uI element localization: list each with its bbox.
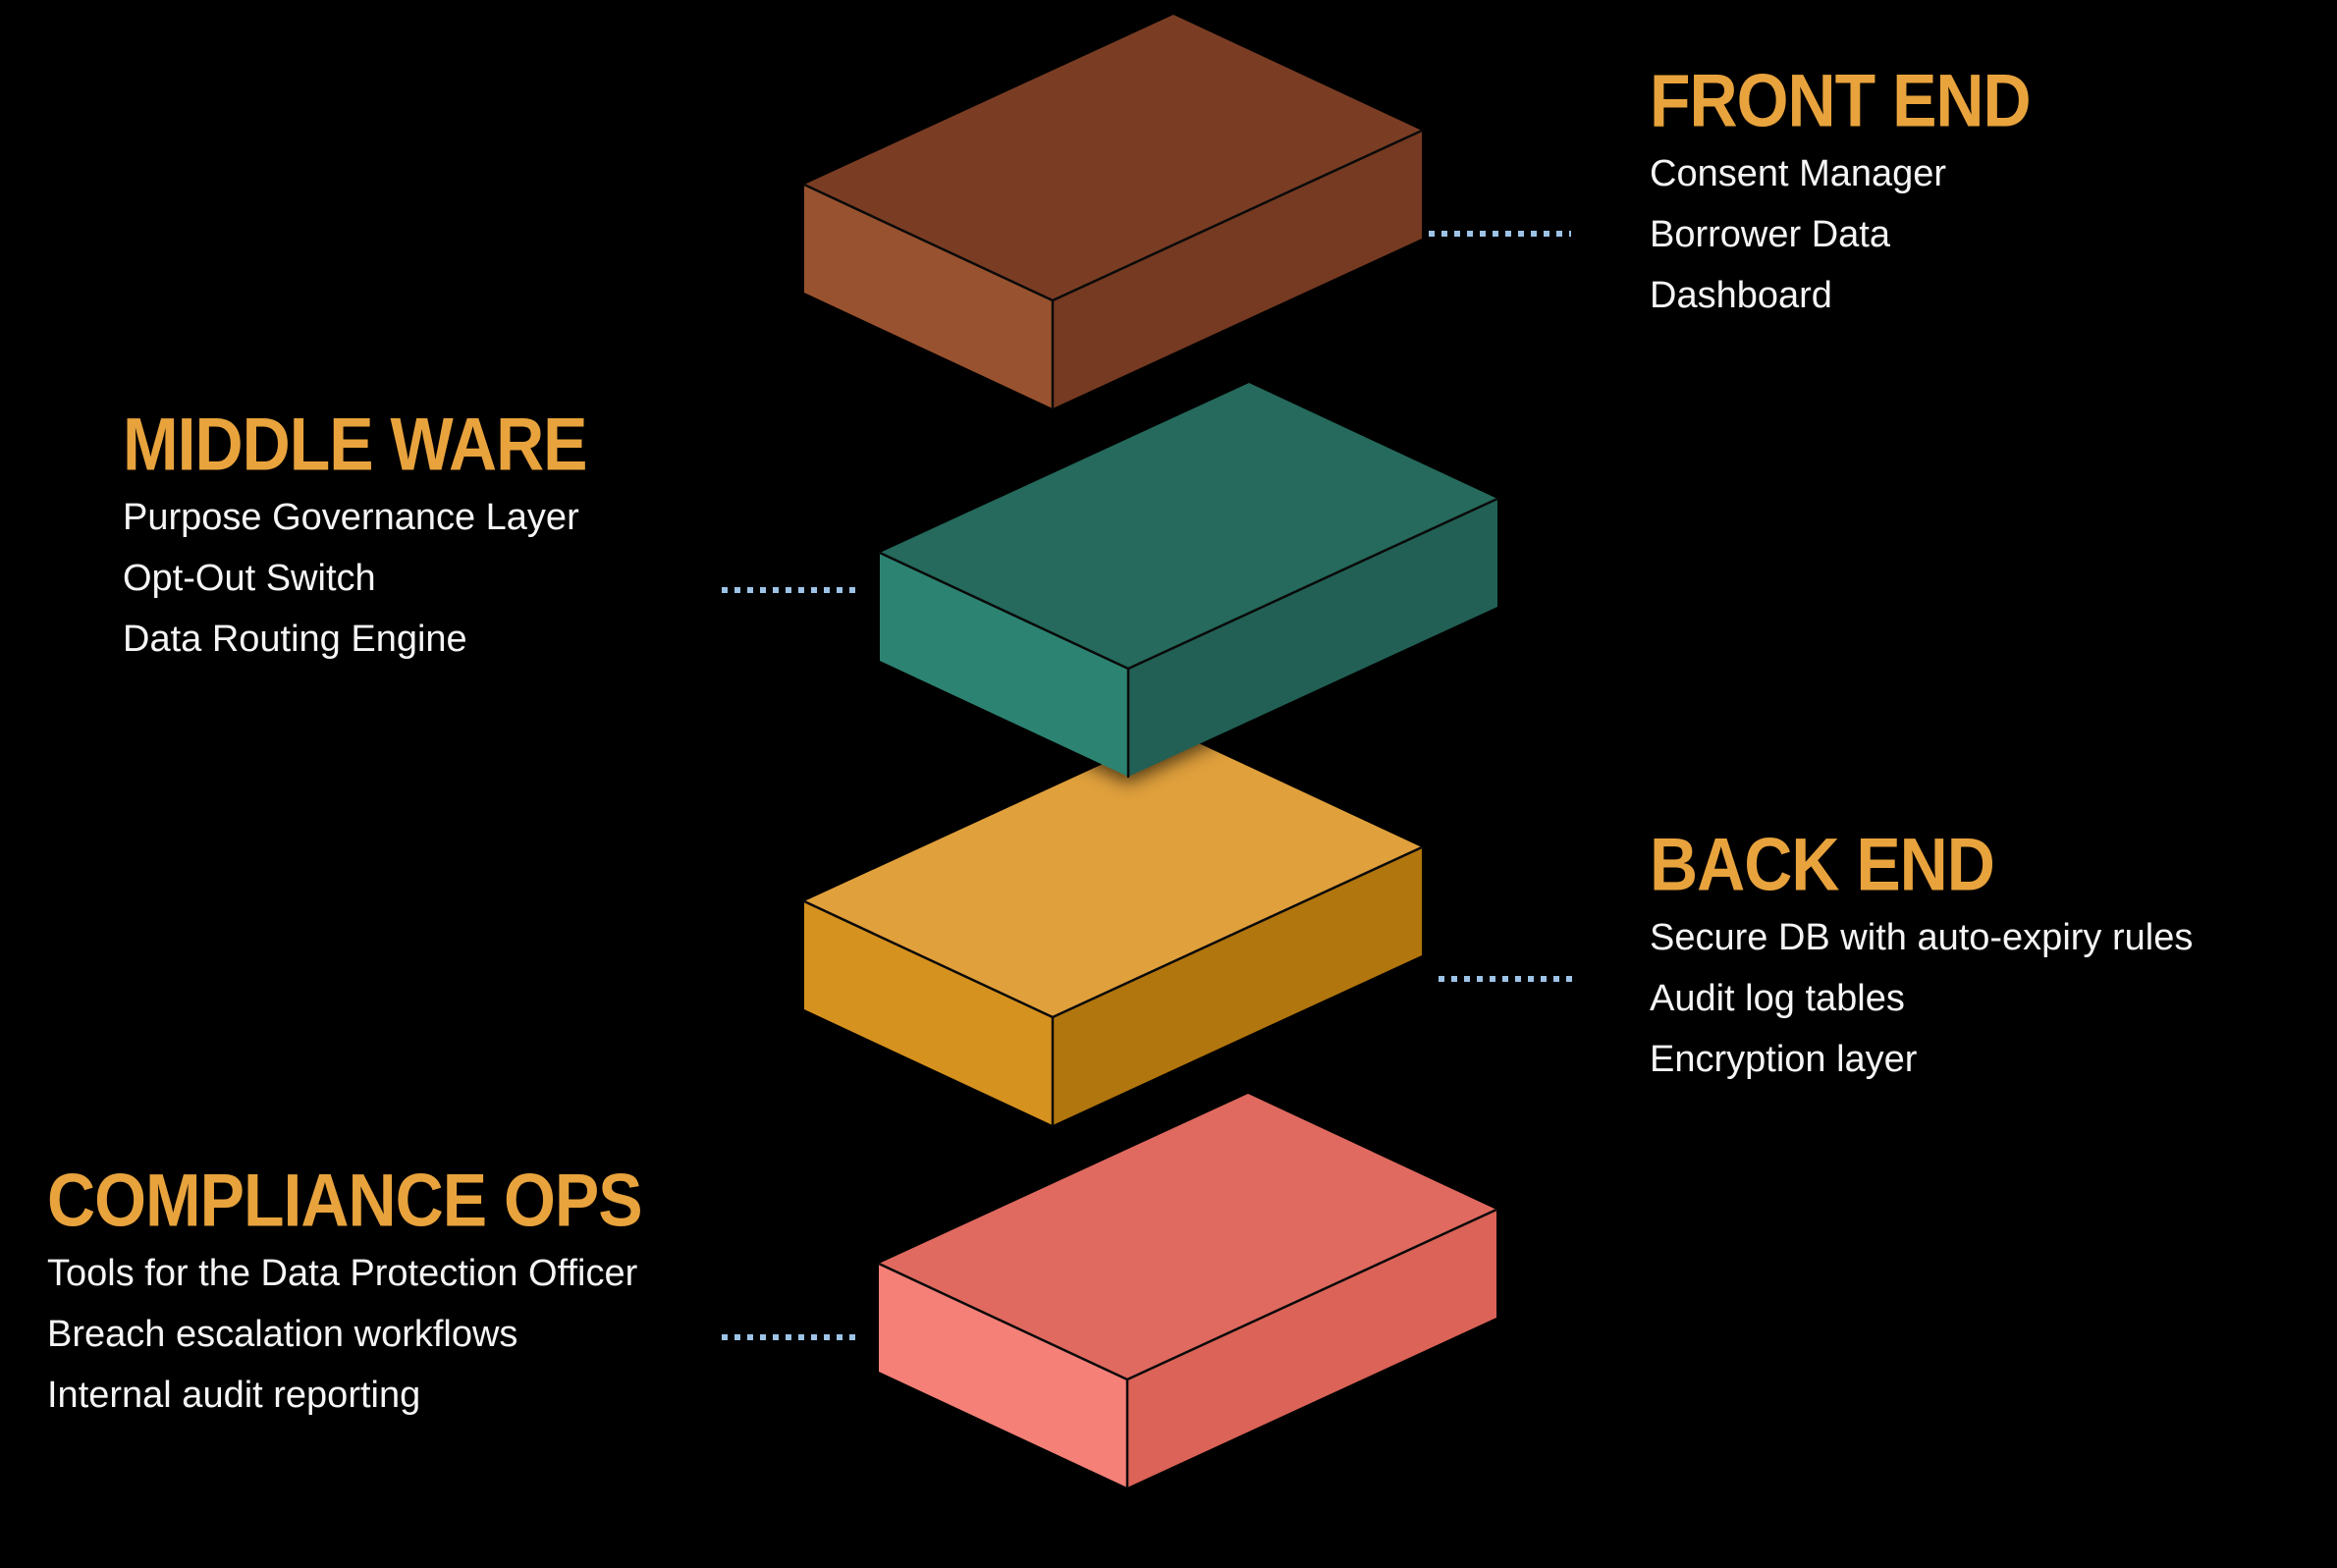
back-end-label-block: BACK END Secure DB with auto-expiry rule… xyxy=(1650,823,2193,1090)
middleware-label-block: MIDDLE WARE Purpose Governance Layer Opt… xyxy=(123,403,588,670)
middleware-title: MIDDLE WARE xyxy=(123,403,588,487)
middleware-box-edge-right-top xyxy=(1126,497,1499,671)
back-end-box-edge-right-top xyxy=(1051,845,1424,1019)
compliance-ops-box-edge-right-top xyxy=(1125,1208,1498,1381)
front-end-item-1: Consent Manager xyxy=(1650,153,1947,194)
compliance-ops-box-left-face xyxy=(879,1264,1127,1487)
back-end-box-right-face xyxy=(1053,847,1422,1125)
back-end-item-1: Secure DB with auto-expiry rules xyxy=(1650,917,2194,958)
compliance-ops-item-1: Tools for the Data Protection Officer xyxy=(47,1253,638,1294)
middleware-box-edge-left-top xyxy=(878,551,1130,671)
middleware-box-right-face xyxy=(1128,499,1497,777)
front-end-box-right-face xyxy=(1053,131,1422,408)
back-end-box-edge-left-top xyxy=(802,899,1055,1019)
compliance-ops-label-block: COMPLIANCE OPS Tools for the Data Protec… xyxy=(47,1159,643,1426)
front-end-item-3: Dashboard xyxy=(1650,275,1832,316)
middleware-item-1: Purpose Governance Layer xyxy=(123,497,579,538)
compliance-ops-box-top-face xyxy=(879,1094,1496,1379)
compliance-ops-box xyxy=(877,1094,1498,1489)
front-end-box-top-face xyxy=(804,15,1422,300)
front-end-box xyxy=(802,15,1424,410)
compliance-ops-title: COMPLIANCE OPS xyxy=(47,1159,643,1243)
middleware-item-3: Data Routing Engine xyxy=(123,619,467,660)
middleware-box-top-face xyxy=(880,383,1497,669)
middleware-box xyxy=(878,383,1499,779)
front-end-item-2: Borrower Data xyxy=(1650,214,1890,255)
front-end-box-left-face xyxy=(804,185,1053,408)
front-end-box-edge-right-top xyxy=(1051,129,1424,302)
front-end-title: FRONT END xyxy=(1650,59,2032,143)
back-end-title: BACK END xyxy=(1650,823,1995,907)
middleware-item-2: Opt-Out Switch xyxy=(123,558,376,599)
compliance-ops-item-3: Internal audit reporting xyxy=(47,1375,421,1416)
back-end-box xyxy=(802,731,1424,1127)
compliance-ops-box-right-face xyxy=(1127,1210,1496,1487)
compliance-ops-box-edge-left-top xyxy=(877,1262,1129,1381)
back-end-box-top-face xyxy=(804,731,1422,1017)
middleware-box-left-face xyxy=(880,553,1128,777)
front-end-box-edge-left-top xyxy=(802,183,1055,302)
back-end-item-2: Audit log tables xyxy=(1650,978,1905,1019)
compliance-ops-item-2: Breach escalation workflows xyxy=(47,1314,518,1355)
back-end-item-3: Encryption layer xyxy=(1650,1039,1918,1080)
back-end-box-left-face xyxy=(804,901,1053,1125)
front-end-label-block: FRONT END Consent Manager Borrower Data … xyxy=(1650,59,2032,326)
